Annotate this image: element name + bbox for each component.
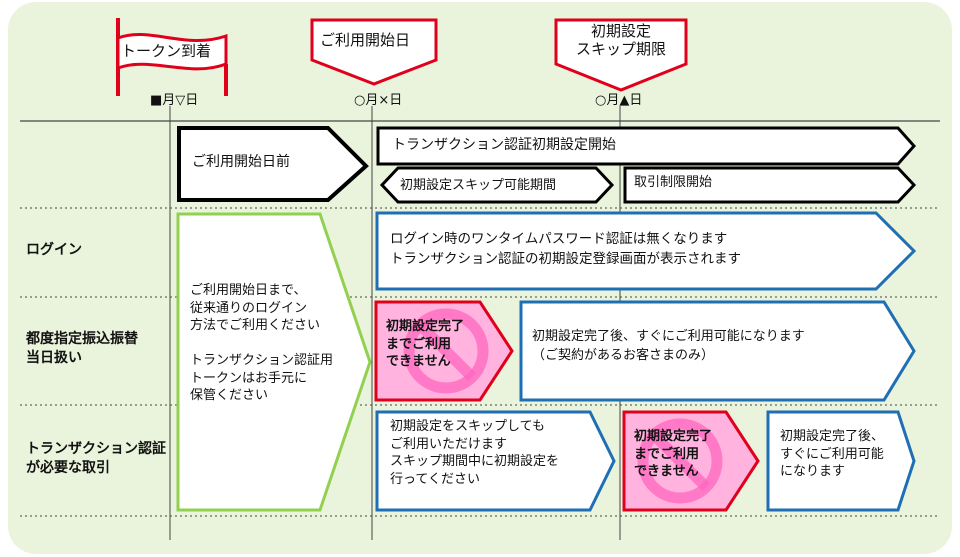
arrow-restriction-start [623, 166, 917, 204]
marker-skip-deadline-date: ○月▲日 [595, 93, 643, 108]
prohibition-icon-bar [416, 321, 476, 381]
marker-skip-deadline-label: 初期設定 スキップ期限 [575, 22, 666, 58]
arrow-pre-start-note [176, 212, 372, 512]
cell-cannot-use-tx: 初期設定完了 までご利用 できません [634, 429, 713, 480]
prohibition-icon-bar [650, 431, 710, 491]
timeline-skip-period: 初期設定スキップ可能期間 [400, 178, 557, 193]
marker-token-arrival-label: トークン到着 [121, 42, 212, 60]
prohibition-icon [637, 418, 723, 504]
timeline-restriction-start: 取引制限開始 [634, 175, 713, 190]
arrow-transfer-after [519, 300, 916, 402]
arrow-skip-period [379, 166, 615, 204]
marker-pentagon [554, 18, 688, 92]
cell-pre-start-note: ご利用開始日まで、 従来通りのログイン 方法でご利用ください トランザクション認… [190, 283, 334, 404]
cell-transfer-after: 初期設定完了後、すぐにご利用可能になります （ご契約があるお客さまのみ） [532, 329, 805, 363]
row-label-transfer: 都度指定振込振替 当日扱い [26, 331, 138, 366]
arrow-before-start [177, 126, 369, 202]
cell-cannot-use-transfer: 初期設定完了 までご利用 できません [386, 319, 465, 370]
row-label-tx-auth: トランザクション認証 が必要な取引 [26, 441, 166, 476]
cell-login-note: ログイン時のワンタイムパスワード認証は無くなります トランザクション認証の初期設… [390, 231, 741, 267]
row-label-login: ログイン [26, 242, 82, 258]
timeline-before-start: ご利用開始日前 [192, 154, 290, 170]
marker-service-start-label: ご利用開始日 [320, 31, 411, 49]
cell-skip-note: 初期設定をスキップしても ご利用いただけます スキップ期間中に初期設定を 行って… [390, 419, 560, 487]
arrow-tx-after [766, 410, 916, 512]
arrow-login-note [375, 211, 917, 291]
prohibition-icon [403, 308, 489, 394]
timeline-tx-setup-start: トランザクション認証初期設定開始 [392, 137, 616, 153]
marker-pentagon [310, 18, 438, 86]
marker-token-arrival-date: ■月▽日 [150, 93, 199, 108]
marker-service-start-date: ○月×日 [354, 93, 403, 108]
cell-tx-after: 初期設定完了後、 すぐにご利用可能 になります [780, 429, 885, 480]
arrow-skip-note [375, 410, 616, 512]
arrow-tx-setup-start [376, 126, 917, 166]
